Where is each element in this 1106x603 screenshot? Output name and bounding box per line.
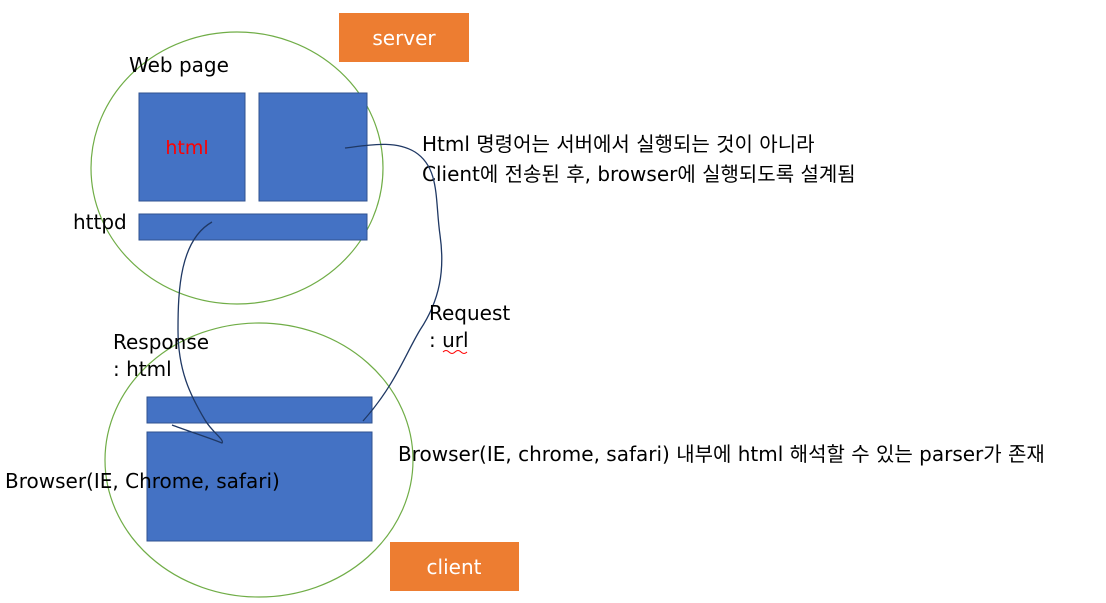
- web-page-label: Web page: [129, 53, 229, 77]
- html-label: html: [165, 137, 208, 159]
- html-box: [139, 93, 245, 201]
- httpd-bar-border: [138, 213, 368, 241]
- request-connector: [344, 143, 443, 422]
- httpd-label: httpd: [73, 210, 127, 234]
- browser-content-box-border: [146, 431, 373, 542]
- server-label: server: [372, 26, 436, 50]
- html-box-border: [138, 92, 246, 202]
- spellcheck-squiggle: [442, 350, 468, 354]
- browser-content-box: [147, 432, 372, 541]
- client-label: client: [427, 555, 482, 579]
- response-label-line2: : html: [113, 357, 172, 381]
- server-label-box: [339, 13, 469, 62]
- server-note-line1: Html 명령어는 서버에서 실행되는 것이 아니라: [422, 132, 815, 156]
- httpd-bar: [139, 214, 367, 240]
- request-label-line2: : url: [429, 328, 469, 352]
- client-note: Browser(IE, chrome, safari) 내부에 html 해석할…: [398, 442, 1045, 466]
- server-note-line2: Client에 전송된 후, browser에 실행되도록 설계됨: [422, 162, 856, 186]
- client-label-box: [390, 542, 519, 591]
- web-page-box-right-border: [258, 92, 368, 202]
- server-circle: [90, 31, 384, 305]
- browser-address-bar: [147, 397, 372, 423]
- request-label-line1: Request: [429, 301, 510, 325]
- response-label-line1: Response: [113, 330, 209, 354]
- browser-label: Browser(IE, Chrome, safari): [5, 469, 280, 493]
- client-circle: [104, 322, 414, 598]
- response-connector: [171, 221, 224, 444]
